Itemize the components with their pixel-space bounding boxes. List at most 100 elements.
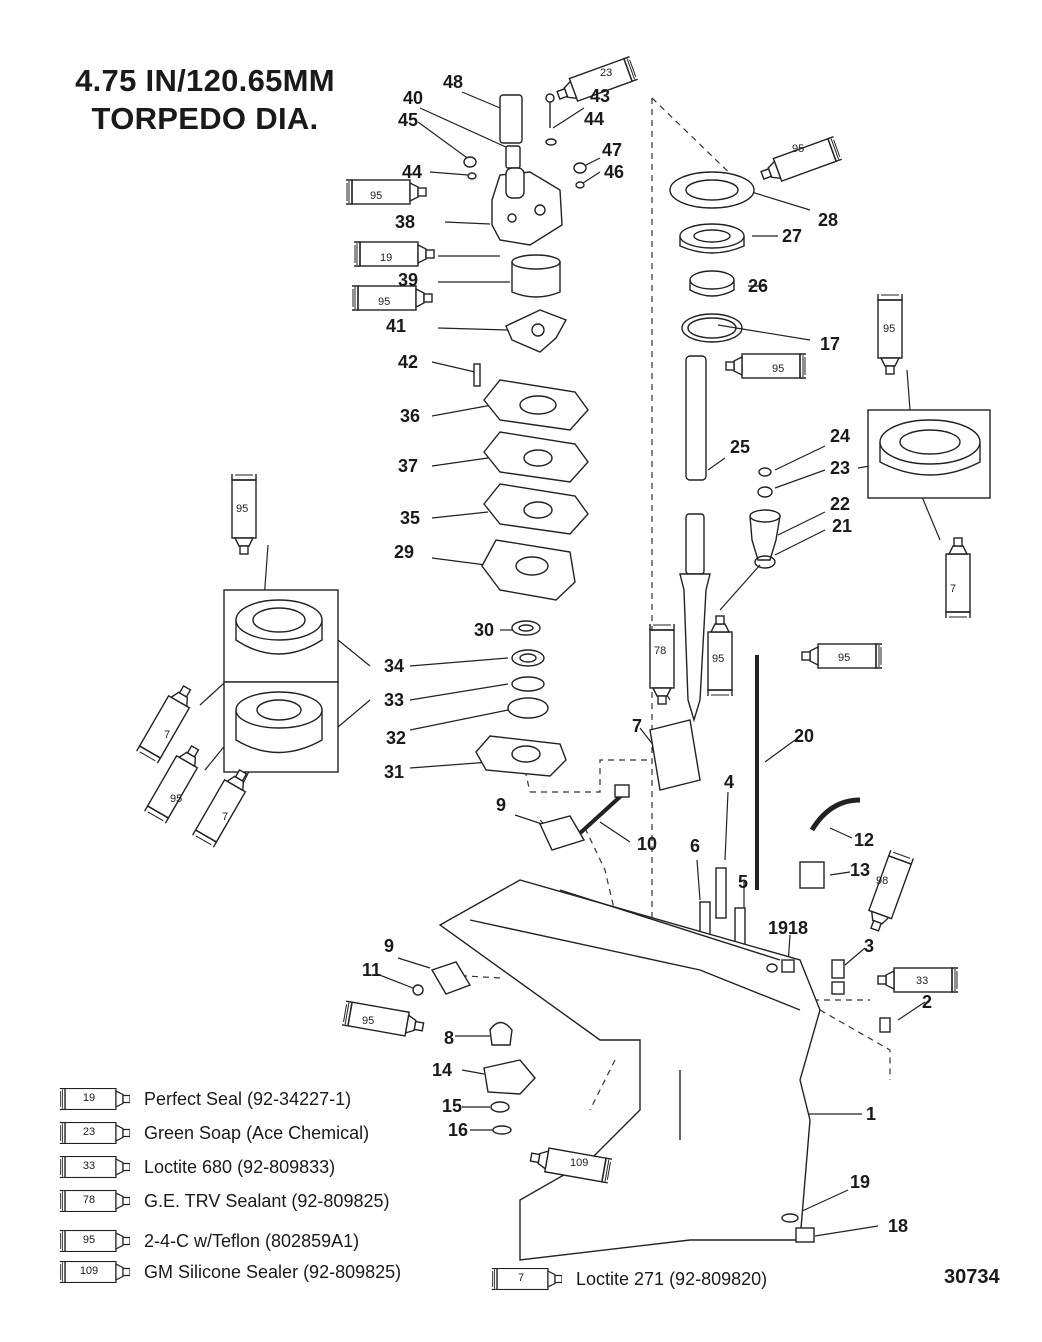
callout-3: 3 (864, 936, 874, 956)
callout-41: 41 (386, 316, 406, 336)
sealant-tube-icon: 109 (58, 1261, 130, 1283)
callout-4: 4 (724, 772, 734, 792)
sealant-tube-icon: 19 (58, 1088, 130, 1110)
callout-1918: 1918 (768, 918, 808, 938)
callout-17: 17 (820, 334, 840, 354)
diagram-title: 4.75 IN/120.65MM TORPEDO DIA. (40, 62, 370, 138)
legend-text: Green Soap (Ace Chemical) (144, 1122, 370, 1143)
callout-21: 21 (832, 516, 852, 536)
tube-label: 7 (222, 811, 228, 823)
tube-label: 19 (380, 252, 392, 264)
callout-8: 8 (444, 1028, 454, 1048)
tube-label: 95 (370, 190, 382, 202)
tube-label: 95 (838, 652, 850, 664)
callout-31: 31 (384, 762, 404, 782)
callout-43: 43 (590, 86, 610, 106)
legend-text: Perfect Seal (92-34227-1) (144, 1088, 352, 1109)
legend-item: 78 G.E. TRV Sealant (92-809825) (58, 1188, 389, 1214)
callout-34: 34 (384, 656, 404, 676)
callout-2: 2 (922, 992, 932, 1012)
callout-7: 7 (632, 716, 642, 736)
callout-26: 26 (748, 276, 768, 296)
callout-9: 9 (496, 795, 506, 815)
tube-label: 7 (950, 583, 956, 595)
callout-46: 46 (604, 162, 624, 182)
sealant-tube-icon: 78 (58, 1190, 130, 1212)
legend-item: 95 2-4-C w/Teflon (802859A1) (58, 1228, 359, 1254)
title-line-2: TORPEDO DIA. (91, 101, 319, 136)
legend-item: 19 Perfect Seal (92-34227-1) (58, 1086, 351, 1112)
callout-5: 5 (738, 872, 748, 892)
tube-label: 95 (792, 143, 804, 155)
tube-label: 95 (378, 296, 390, 308)
tube-label: 109 (570, 1157, 588, 1169)
legend-item: 109 GM Silicone Sealer (92-809825) (58, 1259, 401, 1285)
callout-20: 20 (794, 726, 814, 746)
callout-19: 19 (850, 1172, 870, 1192)
legend-text: Loctite 271 (92-809820) (576, 1268, 768, 1289)
leader-lines (199, 91, 941, 1237)
callout-45: 45 (398, 110, 418, 130)
callout-10: 10 (637, 834, 657, 854)
legend-item: 7 Loctite 271 (92-809820) (490, 1266, 767, 1292)
callout-13: 13 (850, 860, 870, 880)
legend-text: Loctite 680 (92-809833) (144, 1156, 336, 1177)
tube-label: 23 (600, 67, 612, 79)
bearing-detail-boxes (223, 409, 991, 773)
tube-label: 95 (883, 323, 895, 335)
tube-label: 33 (916, 975, 928, 987)
tube-label: 95 (772, 363, 784, 375)
callout-16: 16 (448, 1120, 468, 1140)
callout-numbers: 48 40 43 45 44 44 47 46 38 39 41 42 36 3… (362, 72, 932, 1236)
callout-22: 22 (830, 494, 850, 514)
tube-label: 95 (712, 653, 724, 665)
sealant-tube-icon: 95 (58, 1230, 130, 1252)
legend-text: 2-4-C w/Teflon (802859A1) (144, 1230, 360, 1251)
callout-23: 23 (830, 458, 850, 478)
callout-9-b: 9 (384, 936, 394, 956)
sealant-tubes: 23 95 95 19 95 95 95 95 78 95 95 7 7 95 … (135, 55, 971, 1184)
callout-37: 37 (398, 456, 418, 476)
callout-1: 1 (866, 1104, 876, 1124)
legend-item: 33 Loctite 680 (92-809833) (58, 1154, 335, 1180)
callout-39: 39 (398, 270, 418, 290)
callout-28: 28 (818, 210, 838, 230)
callout-48: 48 (443, 72, 463, 92)
tube-label: 7 (164, 729, 170, 741)
callout-11: 11 (362, 960, 381, 980)
callout-35: 35 (400, 508, 420, 528)
callout-38: 38 (395, 212, 415, 232)
callout-24: 24 (830, 426, 850, 446)
callout-44-b: 44 (402, 162, 422, 182)
callout-30: 30 (474, 620, 494, 640)
title-line-1: 4.75 IN/120.65MM (75, 63, 335, 98)
callout-47: 47 (602, 140, 622, 160)
sealant-tube-icon: 23 (58, 1122, 130, 1144)
callout-25: 25 (730, 437, 750, 457)
callout-44: 44 (584, 109, 604, 129)
tube-label: 78 (654, 645, 666, 657)
tube-label: 95 (236, 503, 248, 515)
callout-32: 32 (386, 728, 406, 748)
callout-27: 27 (782, 226, 802, 246)
callout-42: 42 (398, 352, 418, 372)
sealant-tube-icon: 33 (58, 1156, 130, 1178)
callout-12: 12 (854, 830, 874, 850)
callout-33: 33 (384, 690, 404, 710)
callout-29: 29 (394, 542, 414, 562)
callout-36: 36 (400, 406, 420, 426)
callout-40: 40 (403, 88, 423, 108)
callout-14: 14 (432, 1060, 452, 1080)
tube-label: 98 (876, 875, 888, 887)
callout-18: 18 (888, 1216, 908, 1236)
legend-item: 23 Green Soap (Ace Chemical) (58, 1120, 369, 1146)
tube-label: 95 (170, 793, 182, 805)
legend-text: GM Silicone Sealer (92-809825) (144, 1261, 402, 1282)
legend-text: G.E. TRV Sealant (92-809825) (144, 1190, 390, 1211)
callout-15: 15 (442, 1096, 462, 1116)
sealant-tube-icon: 7 (490, 1268, 562, 1290)
parts (412, 93, 891, 1261)
callout-6: 6 (690, 836, 700, 856)
document-number: 30734 (944, 1266, 1000, 1288)
